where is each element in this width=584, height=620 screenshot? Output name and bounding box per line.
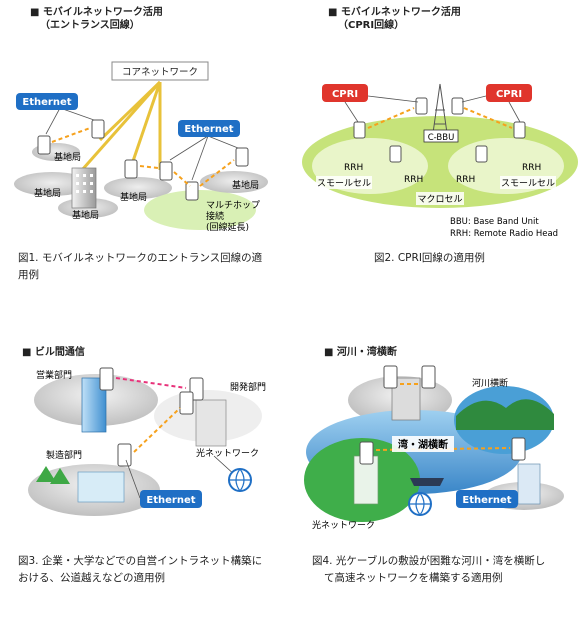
panel1-heading-line1: ■ モバイルネットワーク活用	[30, 7, 163, 18]
river-crossing-label: 河川横断	[472, 377, 508, 389]
ground-disk	[14, 172, 90, 196]
ethernet-badge-left	[16, 93, 78, 110]
panel1-caption-line2: 用例	[18, 269, 39, 281]
base-station-label: 基地局	[120, 191, 147, 203]
cpri-pointers	[344, 95, 521, 123]
multihop-label-line3: (回線延長)	[206, 221, 249, 233]
core-network-label: コアネットワーク	[122, 67, 198, 78]
panel1-heading-line2: （エントランス回線）	[40, 20, 140, 31]
core-network-box	[111, 61, 209, 81]
small-cell-left-tag	[316, 176, 372, 189]
antenna-icon	[359, 365, 526, 465]
small-cell-right-tag	[500, 176, 556, 189]
panel3-caption-line2: おける、公道越えなどの適用例	[18, 572, 165, 584]
cbbu-box	[423, 129, 459, 143]
panel4-caption-line1: 図4. 光ケーブルの敷設が困難な河川・湾を横断し	[312, 555, 546, 567]
rrh-label: RRH	[456, 175, 475, 185]
multihop-area	[144, 190, 256, 230]
cpri-badge-right-label: CPRI	[496, 89, 522, 100]
small-cell-right-label: スモールセル	[501, 178, 555, 189]
radio-beams	[51, 127, 235, 187]
antenna-icon	[99, 367, 204, 467]
base-station-label: 基地局	[54, 151, 81, 163]
base-station-label: 基地局	[34, 187, 61, 199]
base-station-label: 基地局	[72, 209, 99, 221]
panel3-diagram: Ethernet 営業部門 開発部門 製造部門 光ネットワーク	[28, 367, 266, 516]
factory-icon	[36, 466, 125, 503]
radio-beams	[367, 107, 513, 129]
globe-meridian	[409, 492, 431, 517]
cpri-badge-left	[322, 84, 368, 102]
panel2-heading-line2: （CPRI回線）	[338, 20, 405, 31]
panel4-diagram: 河川横断 湾・湖横断 光ネットワーク Ethernet	[304, 365, 564, 531]
legend-bbu: BBU: Base Band Unit	[450, 217, 539, 227]
panel2-caption: 図2. CPRI回線の適用例	[374, 252, 485, 264]
rrh-label: RRH	[344, 163, 363, 173]
sales-label: 営業部門	[36, 369, 72, 381]
panel4-heading: ■ 河川・湾横断	[324, 347, 397, 358]
bay-lake-crossing-label: 湾・湖横断	[398, 438, 448, 451]
cbbu-label: C-BBU	[428, 133, 455, 143]
panel2-heading-line1: ■ モバイルネットワーク活用	[328, 7, 461, 18]
building-icon	[71, 167, 97, 209]
panel3-caption: 図3. 企業・大学などでの自営イントラネット構築に おける、公道越えなどの適用例	[18, 553, 290, 587]
rrh-label: RRH	[522, 163, 541, 173]
ethernet-pointers	[45, 107, 239, 181]
panel3-heading: ■ ビル間通信	[22, 347, 85, 358]
optical-network-label: 光ネットワーク	[196, 447, 259, 459]
manufacturing-label: 製造部門	[46, 449, 82, 461]
radio-beams	[115, 377, 187, 453]
development-label: 開発部門	[230, 381, 266, 393]
cpri-badge-left-label: CPRI	[332, 89, 358, 100]
panel3-caption-line1: 図3. 企業・大学などでの自営イントラネット構築に	[18, 555, 263, 567]
ship-icon	[410, 478, 444, 486]
ethernet-badge-label: Ethernet	[146, 495, 195, 506]
core-links	[80, 80, 162, 171]
optical-network-label: 光ネットワーク	[312, 519, 375, 531]
ethernet-badge	[456, 490, 518, 508]
multihop-label-line2: 接続	[206, 210, 224, 222]
panel1-heading: ■ モバイルネットワーク活用 （エントランス回線）	[30, 6, 163, 32]
bay-lake-tag	[392, 436, 454, 452]
panel4-caption-line2: て高速ネットワークを構築する適用例	[324, 572, 503, 584]
ethernet-badge-label: Ethernet	[462, 495, 511, 506]
panel4-caption: 図4. 光ケーブルの敷設が困難な河川・湾を横断し て高速ネットワークを構築する適…	[312, 553, 582, 587]
legend-rrh: RRH: Remote Radio Head	[450, 229, 558, 239]
development-building-icon	[195, 399, 227, 447]
panel2-heading: ■ モバイルネットワーク活用 （CPRI回線）	[328, 6, 461, 32]
panel1-diagram: コアネットワーク Ethernet Ethernet 基地局 基地局 基地局	[14, 61, 268, 233]
river-scene-hills	[456, 399, 554, 430]
ethernet-badge	[140, 490, 202, 508]
macro-cell-label: マクロセル	[417, 194, 462, 205]
ethernet-badge-left-label: Ethernet	[22, 97, 71, 108]
rrh-label: RRH	[404, 175, 423, 185]
cpri-badge-right	[486, 84, 532, 102]
ground-disk	[200, 171, 268, 193]
macro-cell-tag	[416, 192, 464, 205]
multihop-label-line1: マルチホップ	[206, 200, 260, 211]
panel1-caption-line1: 図1. モバイルネットワークのエントランス回線の適	[18, 252, 263, 264]
globe-meridian	[229, 468, 251, 493]
panel1-caption: 図1. モバイルネットワークのエントランス回線の適 用例	[18, 250, 288, 284]
base-station-label: 基地局	[232, 179, 259, 191]
small-cell-left-label: スモールセル	[317, 178, 371, 189]
ethernet-pointer	[125, 459, 141, 499]
building-icon	[517, 463, 541, 505]
ethernet-badge-right-label: Ethernet	[184, 124, 233, 135]
ethernet-badge-right	[178, 120, 240, 137]
antenna-icon	[353, 97, 526, 163]
ground-disk	[104, 177, 172, 199]
panel2-diagram: CPRI CPRI C-BBU RRH RRH RRH RRH スモールセル ス…	[302, 83, 578, 239]
antenna-icon	[37, 119, 249, 201]
